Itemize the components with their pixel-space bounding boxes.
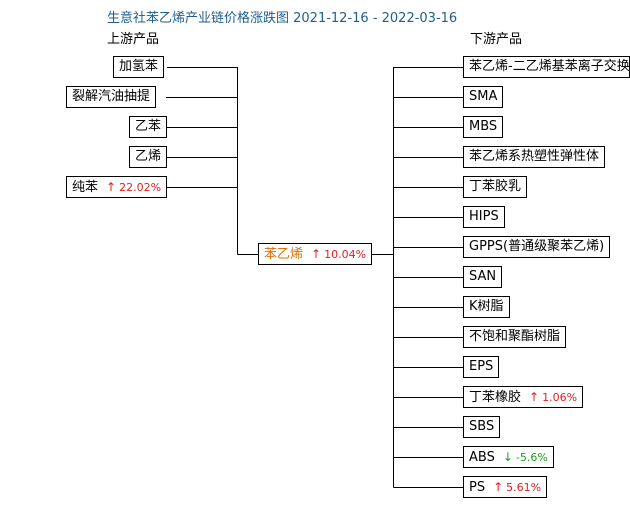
downstream-node: GPPS(普通级聚苯乙烯) (463, 236, 611, 258)
price-change: ↑10.04% (311, 247, 367, 261)
downstream-node: SMA (463, 86, 504, 108)
upstream-node-pure-benzene: 纯苯↑22.02% (66, 176, 168, 198)
downstream-node-sbr: 丁苯橡胶↑1.06% (463, 386, 584, 408)
downstream-node: MBS (463, 116, 504, 138)
downstream-node: 苯乙烯-二乙烯基苯离子交换树脂 (463, 56, 630, 78)
downstream-node: SBS (463, 416, 501, 438)
downstream-node: K树脂 (463, 296, 510, 318)
downstream-label: 下游产品 (470, 32, 523, 47)
chart-title: 生意社苯乙烯产业链价格涨跌图 2021-12-16 - 2022-03-16 (107, 11, 458, 26)
downstream-node: SAN (463, 266, 503, 288)
price-change: ↑5.61% (493, 480, 542, 494)
upstream-label: 上游产品 (107, 32, 160, 47)
price-change: ↑1.06% (529, 390, 578, 404)
center-node-styrene: 苯乙烯↑10.04% (258, 243, 373, 265)
upstream-node: 乙苯 (129, 116, 168, 138)
upstream-node: 乙烯 (129, 146, 168, 168)
downstream-node: 不饱和聚酯树脂 (463, 326, 567, 348)
downstream-node: EPS (463, 356, 500, 378)
price-change: ↑22.02% (106, 180, 162, 194)
downstream-node: HIPS (463, 206, 505, 228)
upstream-node: 加氢苯 (113, 56, 165, 78)
downstream-node-ps: PS↑5.61% (463, 476, 548, 498)
downstream-node: 苯乙烯系热塑性弹性体 (463, 146, 606, 168)
downstream-node-abs: ABS↓-5.6% (463, 446, 554, 468)
price-change: ↓-5.6% (502, 450, 548, 464)
downstream-node: 丁苯胶乳 (463, 176, 528, 198)
upstream-node: 裂解汽油抽提 (66, 86, 157, 108)
